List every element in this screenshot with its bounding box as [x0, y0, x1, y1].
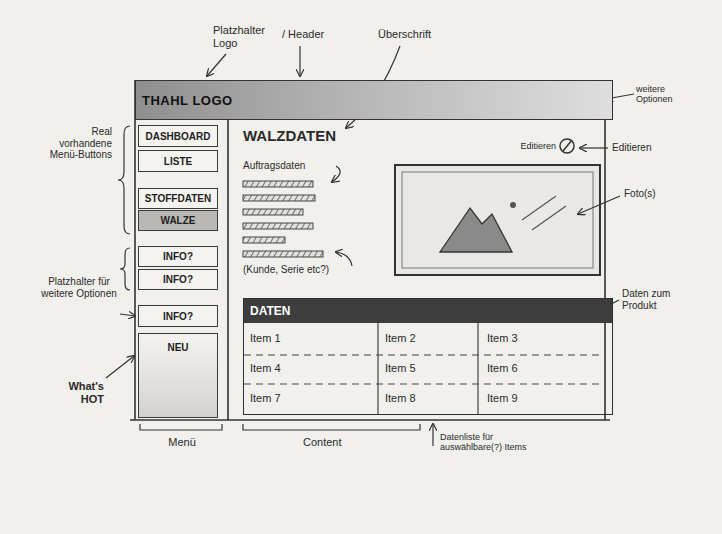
menu-button: LISTE	[138, 150, 218, 172]
sketch-stroke	[604, 80, 606, 420]
sketch-stroke	[440, 208, 512, 252]
news-box: NEU	[138, 333, 218, 418]
sketch-stroke	[560, 139, 574, 153]
sketch-stroke	[578, 196, 620, 214]
menu-button-text: WALZE	[161, 215, 196, 226]
placeholder-button: INFO?	[138, 246, 218, 267]
sketch-stroke	[120, 314, 135, 316]
annotation-text: Daten zum Produkt	[622, 288, 686, 311]
placeholder-button-text: INFO?	[163, 311, 193, 322]
sketch-stroke	[130, 419, 610, 421]
sketch-stroke	[510, 202, 516, 208]
sketch-stroke	[243, 195, 315, 201]
text-bars	[243, 181, 323, 257]
sketch-stroke	[332, 166, 340, 182]
table-cell: Item 7	[250, 392, 360, 405]
news-box-text: NEU	[167, 342, 188, 353]
table-cell: Item 5	[385, 362, 470, 375]
annotation-text: Überschrift	[378, 28, 458, 41]
annotation-text: Editieren	[500, 141, 556, 151]
table-cell: Item 1	[250, 332, 360, 345]
table-cell: Item 9	[487, 392, 587, 405]
sketch-stroke	[243, 181, 313, 187]
sketch-stroke	[227, 120, 229, 420]
annotation-text: Real vorhandene Menü-Buttons	[46, 126, 112, 161]
menu-button: DASHBOARD	[138, 125, 218, 147]
placeholder-button: INFO?	[138, 305, 218, 327]
sketch-stroke	[580, 147, 608, 148]
annotation-text: Datenliste für auswählbare(?) Items	[440, 432, 550, 453]
photo-placeholder	[395, 165, 600, 275]
sketch-stroke	[207, 54, 226, 76]
annotation-text: / Header	[282, 28, 342, 41]
sketch-stroke	[477, 322, 478, 415]
placeholder-button: INFO?	[138, 269, 218, 290]
sketch-stroke	[299, 46, 300, 76]
annotation-text: Content	[303, 436, 367, 449]
table-cell: Item 6	[487, 362, 587, 375]
table-grid	[244, 322, 604, 415]
sketch-stroke	[118, 126, 130, 234]
sketch-stroke	[243, 251, 323, 257]
sketch-stroke	[395, 165, 600, 275]
annotation-text: weitere Optionen	[636, 84, 698, 105]
sketch-stroke	[402, 172, 593, 268]
data-table-text: DATEN	[244, 299, 612, 323]
menu-button-text: DASHBOARD	[146, 131, 211, 142]
sketch-stroke	[336, 252, 352, 266]
edit-icon	[560, 139, 574, 153]
sketch-stroke	[140, 424, 222, 430]
sketch-stroke	[532, 206, 566, 230]
annotation-text: Foto(s)	[624, 188, 686, 200]
placeholder-button-text: INFO?	[163, 251, 193, 262]
sketch-stroke	[563, 140, 572, 151]
sketch-stroke	[120, 248, 130, 290]
sketch-stroke	[134, 80, 136, 420]
table-cell: Item 8	[385, 392, 470, 405]
sketch-stroke	[106, 356, 134, 378]
data-table: DATEN	[243, 298, 613, 415]
annotation-text: Auftragsdaten	[243, 160, 333, 172]
sketch-stroke	[244, 383, 604, 384]
menu-button: STOFFDATEN	[138, 188, 218, 209]
menu-button-text: STOFFDATEN	[145, 193, 211, 204]
header-band: THAHL LOGO	[135, 80, 613, 120]
table-cell: Item 2	[385, 332, 470, 345]
annotation-text: What's HOT	[46, 380, 104, 405]
sketch-stroke	[243, 424, 420, 430]
table-cell: Item 3	[487, 332, 587, 345]
sketch-stroke	[243, 223, 313, 229]
leader-lines	[106, 46, 634, 446]
sketch-stroke	[432, 424, 433, 446]
annotation-text: Editieren	[612, 142, 674, 154]
annotation-text: Platzhalter für weitere Optionen	[40, 276, 118, 299]
header-band-text: THAHL LOGO	[136, 81, 612, 120]
annotation-text: WALZDATEN	[243, 127, 383, 144]
sketch-stroke	[377, 322, 378, 415]
sketch-stroke	[243, 209, 303, 215]
page-frame	[130, 80, 610, 420]
annotation-text: Menü	[160, 436, 204, 449]
menu-button-text: LISTE	[164, 156, 192, 167]
sketch-stroke	[243, 237, 285, 243]
annotation-text: (Kunde, Serie etc?)	[243, 264, 383, 276]
table-cell: Item 4	[250, 362, 360, 375]
menu-button: WALZE	[138, 210, 218, 231]
placeholder-button-text: INFO?	[163, 274, 193, 285]
annotation-text: Platzhalter Logo	[213, 24, 275, 49]
sketch-stroke	[244, 354, 604, 355]
